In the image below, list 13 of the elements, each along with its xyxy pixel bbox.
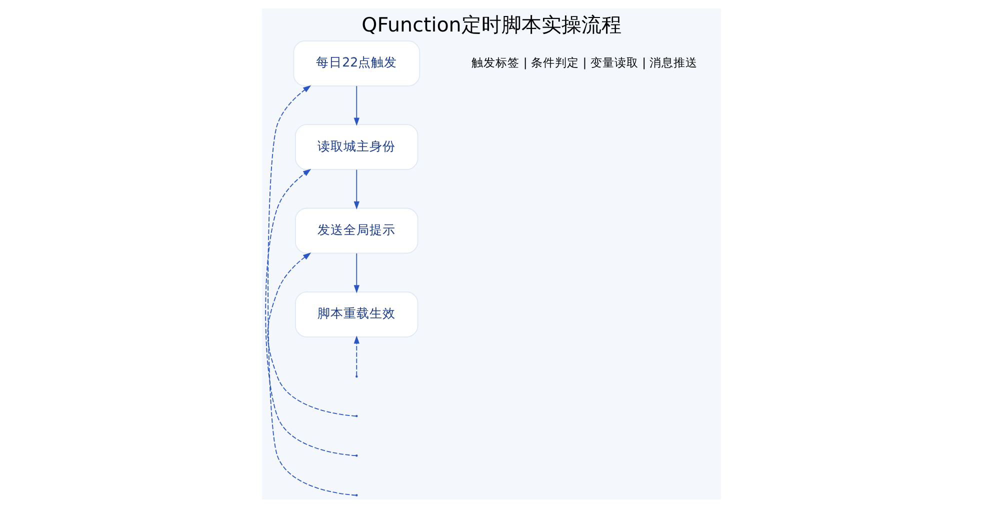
arrow [264, 168, 356, 456]
node-box: 脚本重载生效 [294, 291, 418, 338]
arrow [353, 252, 359, 294]
arrow [353, 336, 359, 376]
label: 触发标签 | 条件判定 | 变量读取 | 消息推送 [471, 55, 698, 70]
arrow [267, 85, 356, 496]
node-box: 每日22点触发 [292, 40, 420, 86]
arrow [353, 169, 359, 210]
arrow [353, 86, 359, 126]
node-box: 发送全局提示 [294, 208, 418, 254]
node-box: 读取城主身份 [294, 124, 418, 170]
diagram-title: QFunction定时脚本实操流程 [361, 14, 621, 37]
arrow [266, 252, 356, 416]
